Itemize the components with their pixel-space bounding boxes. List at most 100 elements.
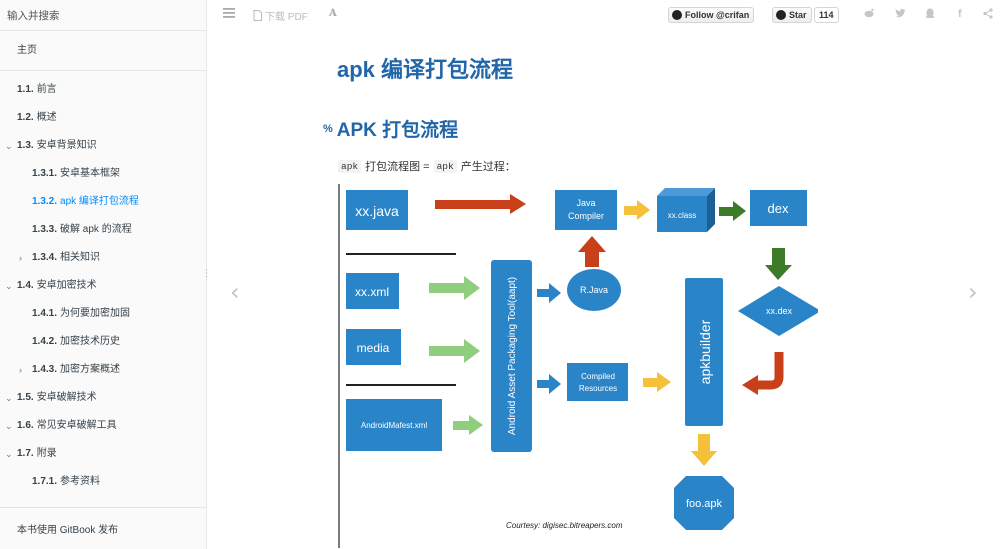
- rjava-node: R.Java: [567, 269, 621, 311]
- arrow-dex-to-xxdex: [765, 248, 792, 280]
- sidebar-item-1-3-1[interactable]: 1.3.1.安卓基本框架: [0, 160, 206, 188]
- sidebar-item-number: 1.6.: [17, 420, 34, 431]
- class-cube: xx.class: [657, 188, 715, 232]
- sidebar-item-label: 加密技术历史: [60, 336, 121, 347]
- file-icon: [253, 10, 262, 21]
- sidebar-item-1-1[interactable]: 1.1.前言: [0, 76, 206, 104]
- box-label: media: [357, 341, 390, 355]
- sidebar-item-label: apk 编译打包流程: [60, 196, 139, 207]
- section-heading-text: APK 打包流程: [336, 120, 459, 141]
- sidebar-item-1-5[interactable]: ⌄ 1.5.安卓破解技术: [0, 384, 206, 412]
- arrow-xxdex-to-apkbuilder: [742, 352, 784, 395]
- sidebar-item-1-3[interactable]: ⌄ 1.3.安卓背景知识: [0, 132, 206, 160]
- chevron-down-icon[interactable]: ⌄: [5, 421, 13, 431]
- input-box-manifest: AndroidMafest.xml: [346, 399, 442, 451]
- section-heading: % APK 打包流程: [323, 115, 458, 142]
- box-label: foo.apk: [686, 498, 723, 510]
- hamburger-icon[interactable]: [223, 8, 235, 21]
- box-label: xx.class: [668, 211, 696, 220]
- chevron-down-icon[interactable]: ⌄: [5, 141, 13, 151]
- inline-code: apk: [338, 159, 362, 173]
- arrow-rjava-to-compiler: [578, 236, 606, 267]
- box-label: Compiler: [568, 211, 604, 221]
- sidebar-item-1-7[interactable]: ⌄1.7.附录: [0, 440, 206, 468]
- inline-code: apk: [433, 159, 457, 173]
- sidebar-item-label: 前言: [36, 84, 57, 95]
- box-label: Compiled: [581, 372, 615, 381]
- chevron-down-icon[interactable]: ⌄: [5, 281, 13, 291]
- sidebar-item-number: 1.2.: [17, 112, 34, 123]
- intro-paragraph: apk 打包流程图 = apk 产生过程：: [338, 158, 516, 174]
- input-box-xml: xx.xml: [346, 273, 399, 309]
- share-icon[interactable]: [983, 8, 993, 22]
- prev-page-button[interactable]: ‹: [230, 278, 240, 306]
- chevron-down-icon[interactable]: ⌄: [5, 449, 13, 459]
- box-label: AndroidMafest.xml: [361, 421, 427, 430]
- gitbook-footer-link[interactable]: 本书使用 GitBook 发布: [0, 507, 207, 549]
- font-settings-icon[interactable]: A: [329, 8, 337, 19]
- download-pdf-button[interactable]: 下载 PDF: [253, 8, 308, 23]
- sidebar-item-1-6[interactable]: ⌄1.6.常见安卓破解工具: [0, 412, 206, 440]
- qq-icon[interactable]: [925, 8, 935, 22]
- sidebar-item-label: 安卓背景知识: [36, 140, 97, 151]
- sidebar-item-label: 安卓基本框架: [60, 168, 121, 179]
- sidebar-item-1-4[interactable]: ⌄1.4.安卓加密技术: [0, 272, 206, 300]
- sidebar-item-1-3-2[interactable]: 1.3.2.apk 编译打包流程: [0, 188, 206, 216]
- chevron-right-icon[interactable]: ›: [19, 253, 22, 263]
- sidebar-item-number: 1.4.1.: [32, 308, 58, 319]
- arrow-apkbuilder-to-apk: [691, 434, 717, 466]
- sidebar-item-number: 1.3.4.: [32, 252, 58, 263]
- apkbuilder-box: apkbuilder: [685, 278, 723, 426]
- download-pdf-label: 下载 PDF: [265, 12, 308, 23]
- apk-build-diagram: xx.java xx.xml media AndroidMafest.xml: [338, 182, 821, 548]
- sidebar-item-1-3-3[interactable]: 1.3.3.破解 apk 的流程: [0, 216, 206, 244]
- follow-button[interactable]: Follow @crifan: [668, 7, 755, 23]
- facebook-icon[interactable]: f: [958, 8, 962, 20]
- star-label: Star: [789, 10, 807, 20]
- box-label: dex: [768, 201, 789, 216]
- top-toolbar: 下载 PDF A Follow @crifan Star 114 f: [207, 0, 1000, 30]
- sidebar-item-1-4-2[interactable]: 1.4.2.加密技术历史: [0, 328, 206, 356]
- star-button[interactable]: Star: [772, 7, 812, 23]
- box-label: xx.dex: [766, 306, 793, 316]
- chevron-right-icon[interactable]: ›: [19, 365, 22, 375]
- sidebar-item-number: 1.3.: [17, 140, 34, 151]
- aapt-box: Android Asset Packaging Tool(aapt): [491, 260, 532, 452]
- sidebar-item-number: 1.3.1.: [32, 168, 58, 179]
- sidebar-item-label: 为何要加密加固: [60, 308, 131, 319]
- sidebar-item-number: 1.5.: [17, 392, 34, 403]
- foo-apk-node: foo.apk: [674, 476, 734, 530]
- arrow-media-to-aapt: [429, 339, 480, 363]
- sidebar-item-1-4-3[interactable]: › 1.4.3.加密方案概述: [0, 356, 206, 384]
- sidebar-item-1-3-4[interactable]: ›1.3.4.相关知识: [0, 244, 206, 272]
- sidebar-item-label: 加密方案概述: [60, 364, 121, 375]
- sidebar-item-label: 破解 apk 的流程: [60, 224, 132, 235]
- sidebar-item-home[interactable]: 主页: [0, 31, 206, 71]
- chevron-down-icon[interactable]: ⌄: [5, 393, 13, 403]
- sidebar-item-label: 安卓破解技术: [36, 392, 97, 403]
- star-count[interactable]: 114: [814, 7, 839, 23]
- arrow-resources-to-apkbuilder: [643, 372, 671, 392]
- anchor-link-icon[interactable]: %: [323, 122, 333, 135]
- sidebar-item-1-7-1[interactable]: 1.7.1.参考资料: [0, 468, 206, 496]
- java-compiler-box: Java Compiler: [555, 190, 617, 230]
- sidebar-item-1-2[interactable]: 1.2.概述: [0, 104, 206, 132]
- sidebar-item-1-4-1[interactable]: 1.4.1.为何要加密加固: [0, 300, 206, 328]
- arrow-aapt-to-rjava: [537, 283, 561, 303]
- search-input[interactable]: 输入并搜索: [0, 0, 206, 31]
- twitter-icon[interactable]: [895, 8, 906, 21]
- xxdex-node: xx.dex: [738, 286, 821, 336]
- sidebar-resize-handle[interactable]: ⋮: [202, 268, 211, 278]
- weibo-icon[interactable]: [864, 8, 875, 21]
- box-label: xx.xml: [355, 285, 389, 299]
- arrow-aapt-to-resources: [537, 374, 561, 394]
- page-content: apk 编译打包流程 % APK 打包流程 apk 打包流程图 = apk 产生…: [207, 30, 1000, 549]
- github-icon: [776, 10, 786, 20]
- next-page-button[interactable]: ›: [968, 278, 978, 306]
- input-box-media: media: [346, 329, 401, 365]
- sidebar-item-number: 1.4.3.: [32, 364, 58, 375]
- page-title: apk 编译打包流程: [337, 57, 514, 82]
